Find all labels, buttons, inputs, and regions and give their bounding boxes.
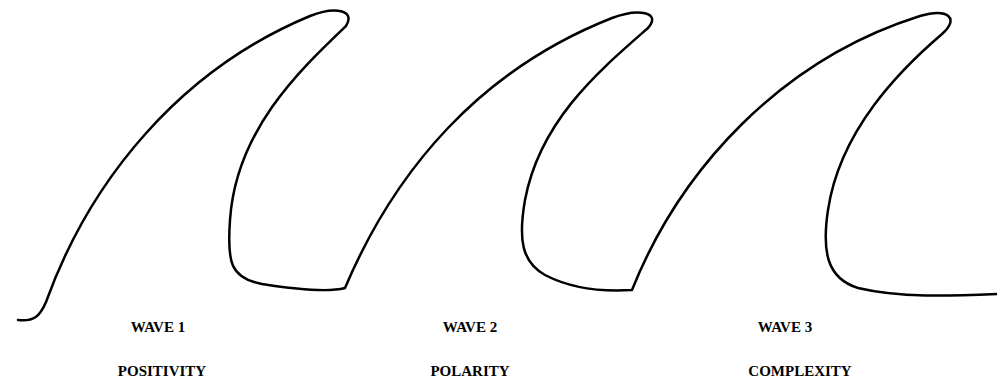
wave-name: POSITIVITY [118,362,206,380]
wave-outline [18,11,997,321]
wave-number: WAVE 1 [131,318,185,336]
wave-name: COMPLEXITY [748,362,851,380]
wave-number: WAVE 3 [758,318,812,336]
wave-name: POLARITY [430,362,509,380]
wave-number: WAVE 2 [443,318,497,336]
